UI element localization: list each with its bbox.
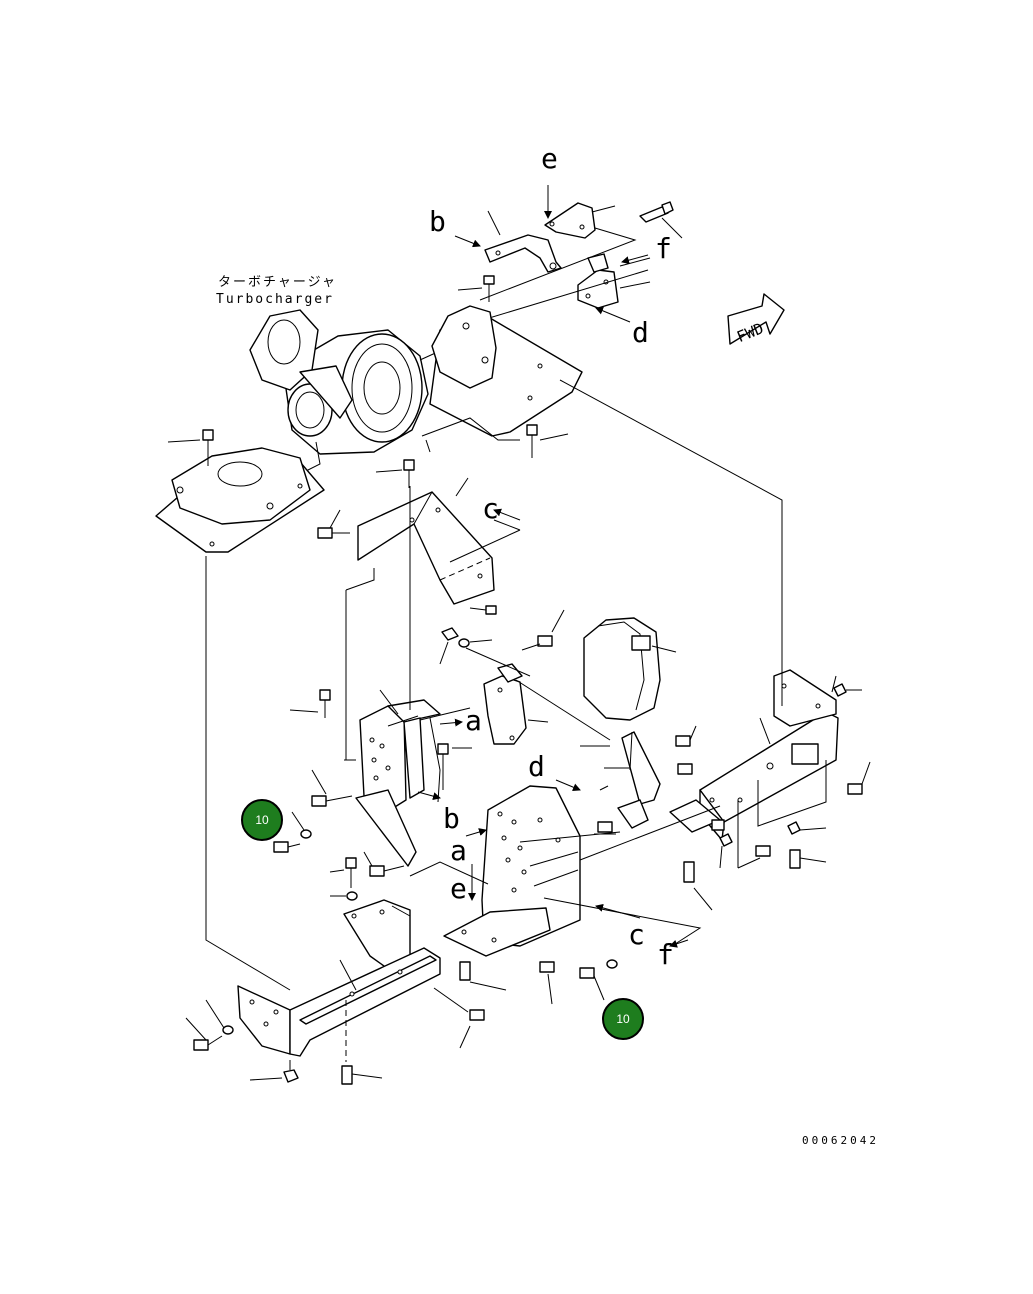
turbocharger <box>249 309 451 473</box>
part-badge-right[interactable]: 10 <box>602 998 644 1040</box>
exhaust-manifold-left <box>155 447 325 553</box>
ref-a-center: a <box>450 834 467 867</box>
manifold-bolts <box>167 424 569 466</box>
mid-right-bracket <box>580 725 697 829</box>
nuts-bolts-cluster <box>439 609 565 665</box>
lower-left-rail <box>185 947 485 1085</box>
turbocharger-label: ターボチャージャ Turbocharger <box>216 275 337 307</box>
heat-shield <box>317 459 521 615</box>
ref-f-top: f <box>655 232 672 265</box>
heat-band <box>583 617 677 721</box>
ref-b-top: b <box>429 205 446 238</box>
badge-left-circle <box>241 799 283 841</box>
badge-right-circle <box>602 998 644 1040</box>
part-badge-left[interactable]: 10 <box>241 799 283 841</box>
ref-c-lower: c <box>628 918 645 951</box>
turbocharger-label-english: Turbocharger <box>216 292 334 307</box>
ref-e-center: e <box>450 872 467 905</box>
ref-e-top: e <box>541 142 558 175</box>
ref-d-top: d <box>632 316 649 349</box>
left-fasteners <box>273 689 405 901</box>
mid-bracket-arm <box>417 663 611 801</box>
bolt-upper <box>457 275 495 302</box>
lower-center-fasteners <box>459 959 618 1005</box>
exhaust-manifold-right <box>421 305 583 453</box>
ref-d-mid: d <box>528 750 545 783</box>
fwd-arrow <box>727 293 785 345</box>
ref-a-left: a <box>465 704 482 737</box>
badge-left-text: 10 <box>255 813 269 827</box>
ref-f-lower: f <box>657 938 674 971</box>
top-bracket-assembly <box>454 185 683 326</box>
leader-lines <box>205 379 783 991</box>
badge-right-text: 10 <box>616 1012 630 1026</box>
center-frame <box>409 779 702 957</box>
callout-letters: e b f d c a b d a e c f <box>429 142 674 971</box>
left-vertical-bracket <box>344 689 472 867</box>
turbocharger-label-japanese: ターボチャージャ <box>218 275 337 290</box>
ref-b-left: b <box>443 802 460 835</box>
ref-c-mid: c <box>482 492 499 525</box>
drawing-code: 00062042 <box>802 1134 879 1147</box>
right-rail <box>594 666 871 911</box>
